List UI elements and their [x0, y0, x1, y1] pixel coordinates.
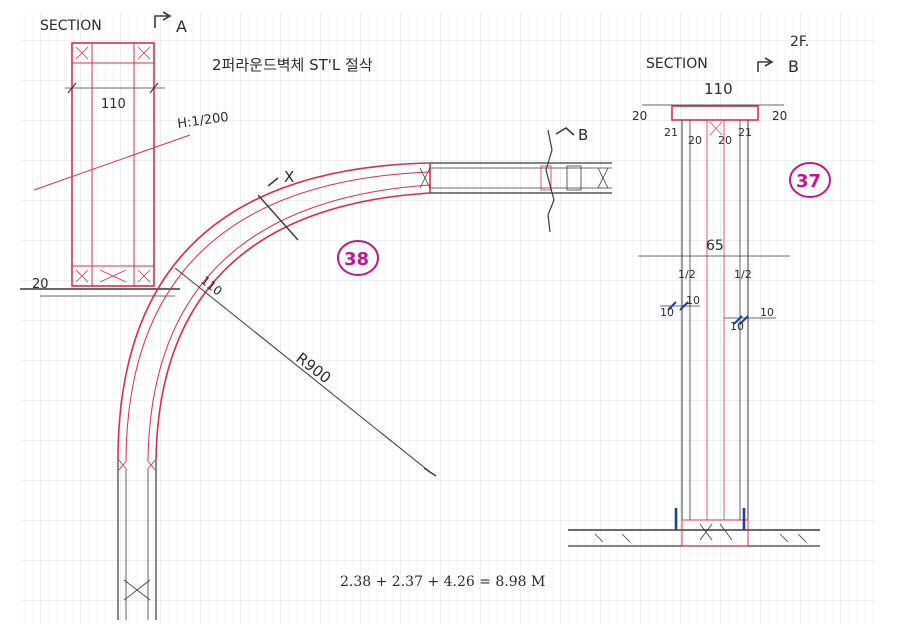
- section-b-flange-left: 20: [632, 109, 647, 123]
- tag-38-circle: [337, 240, 379, 276]
- cut-x-marker: X: [284, 168, 294, 186]
- section-b-half-right: 1/2: [734, 268, 752, 281]
- section-b-web-dim-1: 21: [664, 126, 678, 139]
- section-b-side-dim-2: 10: [686, 294, 700, 307]
- section-b-side-dim-1: 10: [660, 306, 674, 319]
- tag-37: 37: [796, 171, 821, 192]
- section-b-flange-right: 20: [772, 109, 787, 123]
- section-a-scale: H:1/200: [176, 110, 229, 132]
- section-b-title: SECTION: [646, 56, 708, 72]
- section-b-side-dim-3: 10: [730, 320, 744, 333]
- section-b-marker: B: [788, 57, 799, 76]
- section-a-marker: A: [176, 17, 187, 36]
- section-b-web-dim-3: 20: [718, 134, 732, 147]
- section-b-mid-dim: 65: [706, 238, 724, 254]
- section-a: SECTION A 110 H:1/200 20: [20, 11, 230, 297]
- cut-b-marker: B: [578, 126, 588, 144]
- section-b-half-left: 1/2: [678, 268, 696, 281]
- sheet-number: 2F.: [790, 34, 809, 50]
- curved-wall-plan: B X R900 110: [117, 126, 612, 620]
- section-a-title: SECTION: [40, 18, 102, 34]
- length-formula: 2.38 + 2.37 + 4.26 = 8.98 M: [340, 574, 545, 590]
- section-b-web-dim-2: 20: [688, 134, 702, 147]
- section-a-base-dim: 20: [32, 277, 49, 292]
- section-b-side-dim-4: 10: [760, 306, 774, 319]
- tag-38: 38: [344, 249, 369, 270]
- tag-37-circle: [789, 162, 831, 198]
- section-b: SECTION B 2F. 110 20 20 21 20 20 21 65 1…: [568, 34, 820, 547]
- header-note: 2퍼라운드벽체 ST'L 절삭: [212, 56, 373, 74]
- section-b-top-dim: 110: [704, 80, 733, 98]
- section-a-width-dim: 110: [101, 97, 126, 112]
